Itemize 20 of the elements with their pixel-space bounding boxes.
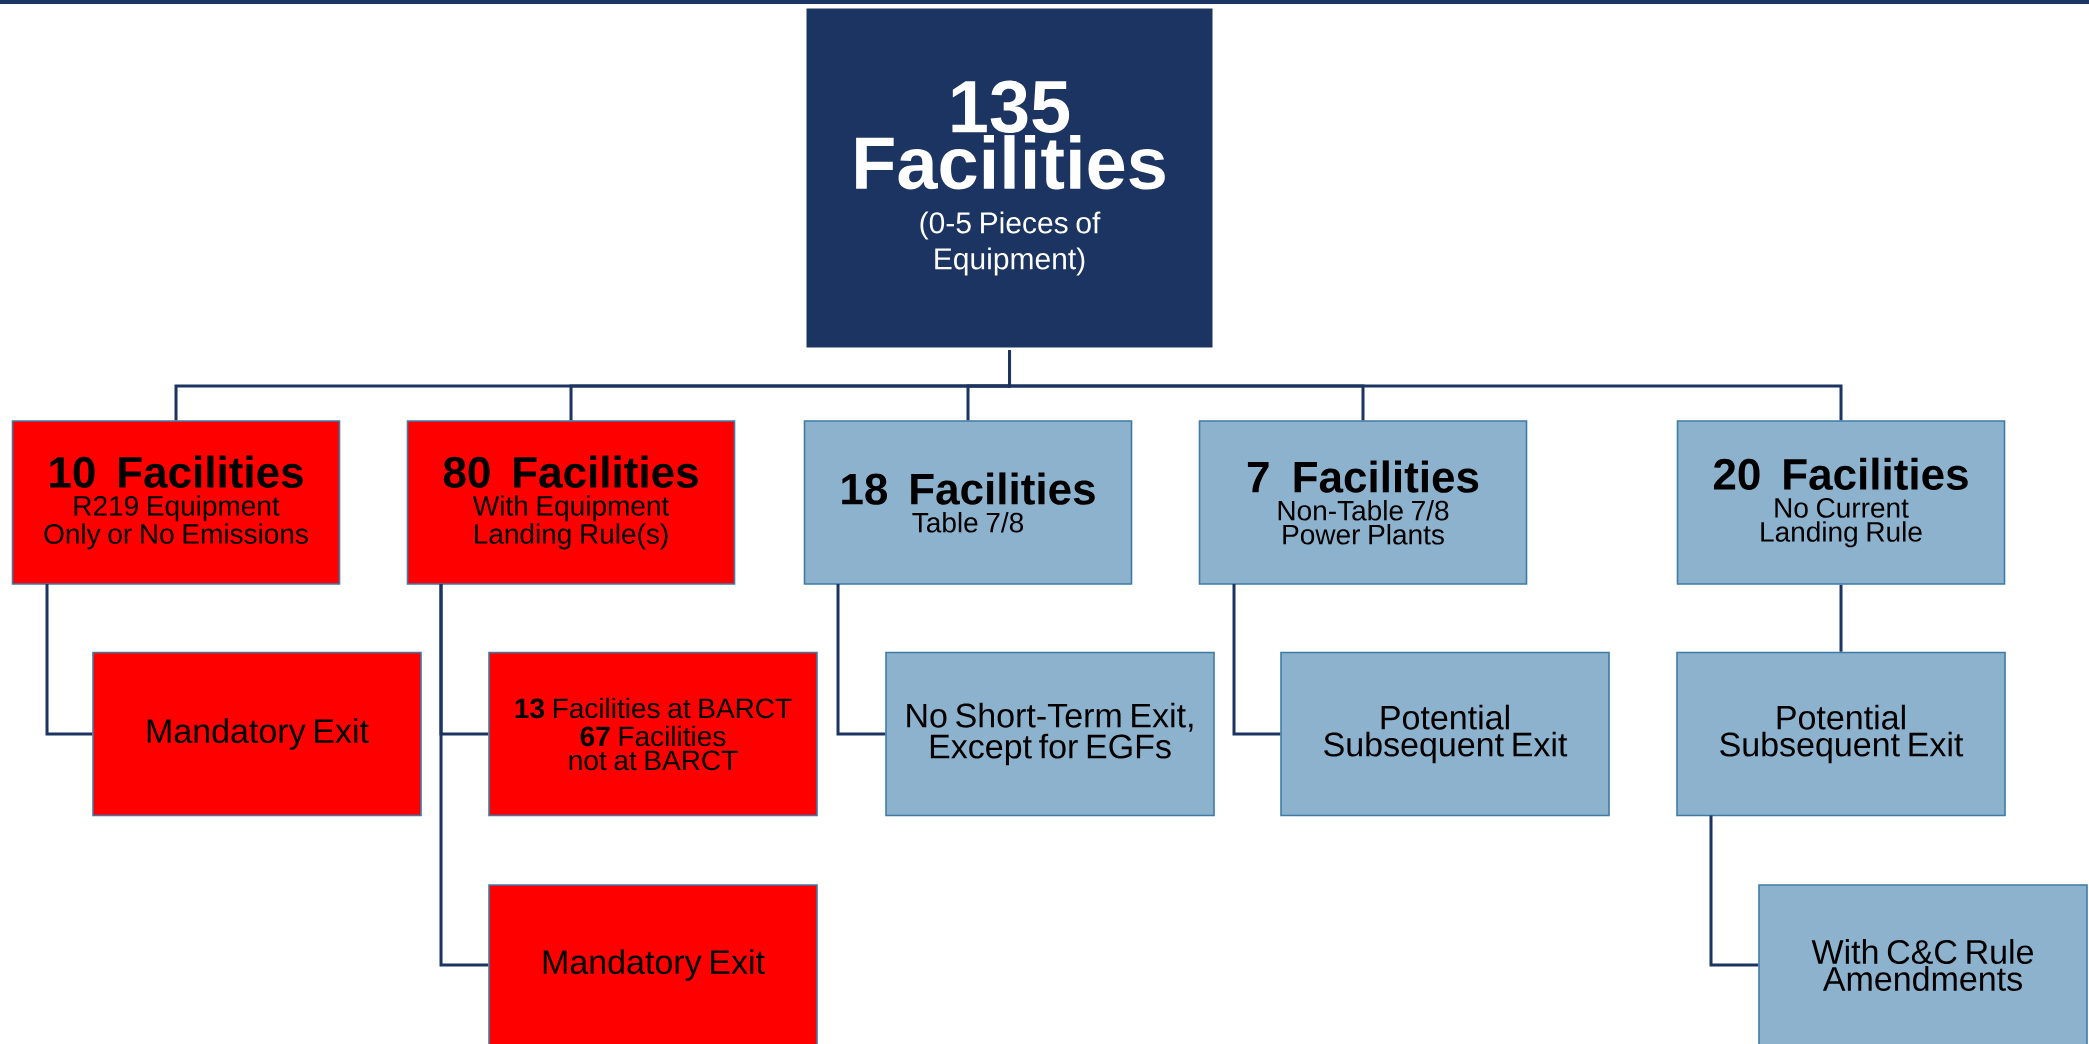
summary-box: 135 Facilities (0-5 Pieces of Equipment) (803, 5, 1216, 351)
connector-line (1839, 584, 1843, 652)
category-box: 10 Facilities R219 Equipment Only or No Emissions (11, 420, 341, 585)
outcome-box: Mandatory Exit (92, 651, 422, 817)
outcome-box: Potential Subsequent Exit (1676, 651, 2006, 817)
outcome-box: Mandatory Exit (488, 884, 818, 1044)
outcome-box: With C&C Rule Amendments (1758, 884, 2088, 1044)
connector-line (1232, 584, 1281, 736)
connector-line (439, 584, 489, 967)
connector-line (836, 584, 886, 736)
connector-line (1709, 815, 1759, 967)
category-box: 18 Facilities Table 7/8 (803, 420, 1133, 585)
category-box: 7 Facilities Non-Table 7/8 Power Plants (1198, 420, 1528, 585)
outcome-box: 13 Facilities at BARCT 67 Facilities not at BARCT (488, 651, 818, 817)
outcome-box: Potential Subsequent Exit (1280, 651, 1610, 817)
outcome-box: No Short-Term Exit, Except for EGFs (885, 651, 1215, 817)
connector-line (1008, 350, 1843, 421)
connector-line (45, 584, 93, 736)
category-box: 80 Facilities With Equipment Landing Rule(s) (406, 420, 736, 585)
category-box: 20 Facilities No Current Landing Rule (1676, 420, 2006, 585)
